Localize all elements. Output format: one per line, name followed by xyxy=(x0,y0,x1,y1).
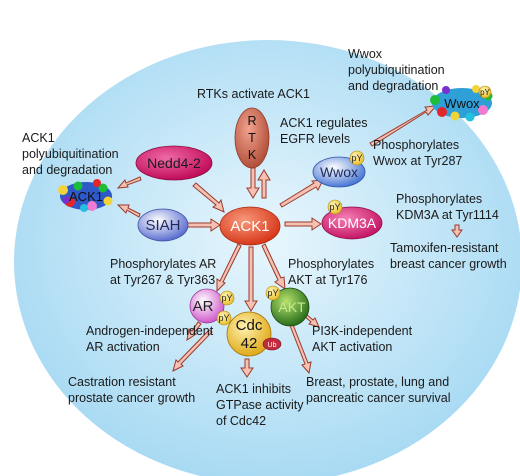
wwox-py-badge xyxy=(349,150,365,166)
wwox-node: Wwox pY xyxy=(312,150,366,188)
rtk-letter-k: K xyxy=(248,148,257,162)
label-wwox-poly-3: and degradation xyxy=(348,79,438,93)
kdm3a-py-badge xyxy=(327,199,343,215)
label-survival-2: pancreatic cancer survival xyxy=(306,391,451,405)
label-rtks-activate: RTKs activate ACK1 xyxy=(197,87,310,101)
label-castration-2: prostate cancer growth xyxy=(68,391,195,405)
wwox-degraded-label: Wwox xyxy=(444,96,480,111)
arrow-rtk-to-ack1 xyxy=(246,167,260,199)
arrows xyxy=(116,105,463,378)
nedd4-node: Nedd4-2 xyxy=(135,145,213,181)
rtk-letter-t: T xyxy=(248,131,256,145)
ack1-degraded-label: ACK1 xyxy=(69,189,103,204)
label-gtpase-2: GTPase activity xyxy=(216,398,304,412)
label-ack1-poly-1: ACK1 xyxy=(22,131,55,145)
siah-node: SIAH xyxy=(137,208,189,242)
label-pi3k-2: AKT activation xyxy=(312,340,392,354)
ar-py-badge-1 xyxy=(219,290,235,306)
arrow-ar-to-castration xyxy=(172,329,213,372)
label-tamoxifen-1: Tamoxifen-resistant xyxy=(390,241,499,255)
arrow-ack1-to-ar xyxy=(216,243,242,293)
label-gtpase-3: of Cdc42 xyxy=(216,414,266,428)
arrow-ar-to-androgen xyxy=(186,321,202,342)
annotation-labels: RTKs activate ACK1 ACK1 regulates EGFR l… xyxy=(22,47,507,428)
label-ack1-poly-3: and degradation xyxy=(22,163,112,177)
arrow-kdm3a-to-tamoxifen xyxy=(451,224,463,238)
arrow-ack1-to-akt xyxy=(261,243,286,291)
label-castration-1: Castration resistant xyxy=(68,375,176,389)
label-pi3k-1: PI3K-independent xyxy=(312,324,413,338)
arrow-siah-to-ack1 xyxy=(185,218,221,232)
label-wwox-poly-2: polyubiquitination xyxy=(348,63,445,77)
arrow-wwox-to-wwox-degradation xyxy=(369,105,438,147)
arrow-nedd4-to-ack1-degradation xyxy=(116,176,142,189)
wwox-label: Wwox xyxy=(320,164,358,180)
cdc42-label-line1: Cdc xyxy=(236,317,263,334)
cdc42-ub-badge xyxy=(262,337,282,351)
arrow-akt-to-survival xyxy=(288,321,312,375)
nedd4-label: Nedd4-2 xyxy=(147,155,201,171)
label-tamoxifen-2: breast cancer growth xyxy=(390,257,507,271)
arrow-ack1-to-rtk xyxy=(257,169,271,199)
cdc42-node: Cdc 42 Ub xyxy=(226,311,282,357)
wwox-py-label: pY xyxy=(351,153,362,163)
arrow-ack1-to-cdc42 xyxy=(244,246,258,312)
wwox-degraded-py-label: pY xyxy=(480,88,490,97)
label-egfr-2: EGFR levels xyxy=(280,132,350,146)
label-phos-wwox-1: Phosphorylates xyxy=(373,138,459,152)
arrow-ack1-to-kdm3a xyxy=(284,217,322,231)
kdm3a-node: KDM3A pY xyxy=(321,199,383,240)
akt-py-label: pY xyxy=(267,288,278,298)
ar-py-label-1: pY xyxy=(221,293,232,303)
cdc42-label-line2: 42 xyxy=(241,335,258,352)
label-wwox-poly-1: Wwox xyxy=(348,47,383,61)
wwox-ubiquitin-cluster: Wwox pY xyxy=(430,85,493,122)
wwox-degraded-py-badge xyxy=(478,85,492,99)
akt-py-badge xyxy=(265,285,281,301)
cdc42-ub-label: Ub xyxy=(268,342,277,349)
label-phos-kdm3a-1: Phosphorylates xyxy=(396,192,482,206)
arrow-cdc42-to-gtpase xyxy=(240,358,254,378)
ack1-label: ACK1 xyxy=(230,218,269,235)
label-androgen-1: Androgen-independent xyxy=(86,324,214,338)
rtk-node: R T K xyxy=(234,107,270,169)
ar-label: AR xyxy=(193,298,214,315)
label-ack1-poly-2: polyubiquitination xyxy=(22,147,119,161)
ack1-ubiquitin-cluster: ACK1 xyxy=(58,179,113,212)
siah-label: SIAH xyxy=(145,217,180,234)
label-androgen-2: AR activation xyxy=(86,340,160,354)
arrow-siah-to-ack1-degradation xyxy=(116,204,141,218)
label-phos-wwox-2: Wwox at Tyr287 xyxy=(373,154,462,168)
label-gtpase-1: ACK1 inhibits xyxy=(216,382,291,396)
arrow-nedd4-to-ack1 xyxy=(192,182,225,213)
label-phos-akt-2: AKT at Tyr176 xyxy=(288,273,367,287)
ar-py-badge-2 xyxy=(216,310,232,326)
akt-label: AKT xyxy=(278,299,306,315)
ar-py-label-2: pY xyxy=(218,313,229,323)
label-phos-ar-1: Phosphorylates AR xyxy=(110,257,216,271)
label-survival-1: Breast, prostate, lung and xyxy=(306,375,449,389)
ack1-node: ACK1 xyxy=(219,206,281,246)
kdm3a-label: KDM3A xyxy=(328,215,377,231)
rtk-letter-r: R xyxy=(247,114,256,128)
background-circle xyxy=(14,40,520,476)
label-phos-ar-2: at Tyr267 & Tyr363 xyxy=(110,273,215,287)
label-phos-akt-1: Phosphorylates xyxy=(288,257,374,271)
kdm3a-py-label: pY xyxy=(329,202,340,212)
ar-node: AR pY pY xyxy=(189,288,235,326)
label-phos-kdm3a-2: KDM3A at Tyr1114 xyxy=(396,208,499,222)
akt-node: AKT pY xyxy=(265,285,310,327)
label-egfr-1: ACK1 regulates xyxy=(280,116,368,130)
